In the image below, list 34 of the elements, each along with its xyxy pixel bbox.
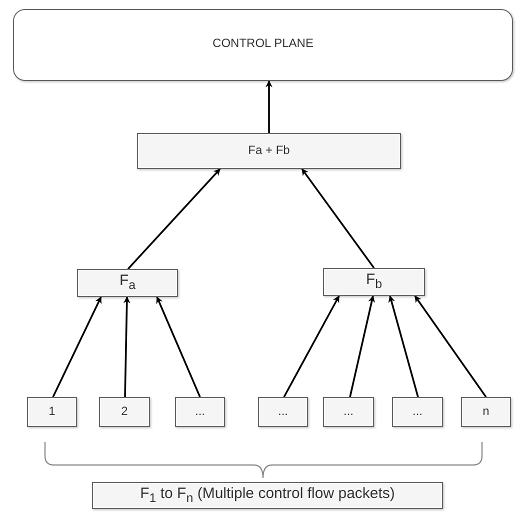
arrow xyxy=(388,295,419,398)
process-box xyxy=(461,397,511,427)
node-label: 1 xyxy=(48,405,56,419)
node-label: CONTROL PLANE xyxy=(212,37,314,50)
arrow xyxy=(283,295,340,398)
arrow xyxy=(123,296,130,398)
process-box xyxy=(323,268,425,296)
arrow xyxy=(156,296,201,398)
node-label: ... xyxy=(412,405,422,419)
arrow xyxy=(301,168,375,269)
process-box xyxy=(323,397,374,427)
process-box xyxy=(392,397,443,427)
arrow xyxy=(52,296,102,398)
node-label: F$_{1}$ to F$_{n}$ (Multiple control flow packets) xyxy=(140,486,395,506)
node-label: F$_{b}$ xyxy=(366,272,382,292)
caption-box xyxy=(92,482,443,509)
arrow xyxy=(349,295,376,398)
process-box xyxy=(258,397,308,427)
control-plane-box xyxy=(13,9,513,81)
node-label: ... xyxy=(278,405,288,419)
process-box xyxy=(99,397,150,427)
arrow xyxy=(127,168,221,270)
node-label: ... xyxy=(194,405,205,419)
process-box xyxy=(77,269,178,297)
arrow xyxy=(266,80,272,133)
node-label: Fa + Fb xyxy=(248,144,290,158)
arrow xyxy=(414,295,487,398)
node-label: ... xyxy=(343,405,354,419)
process-box xyxy=(137,133,401,169)
node-label: 2 xyxy=(121,405,128,419)
node-label: n xyxy=(482,405,490,419)
process-box xyxy=(27,397,77,427)
process-box xyxy=(175,397,225,427)
node-label: F$_{a}$ xyxy=(119,273,136,293)
